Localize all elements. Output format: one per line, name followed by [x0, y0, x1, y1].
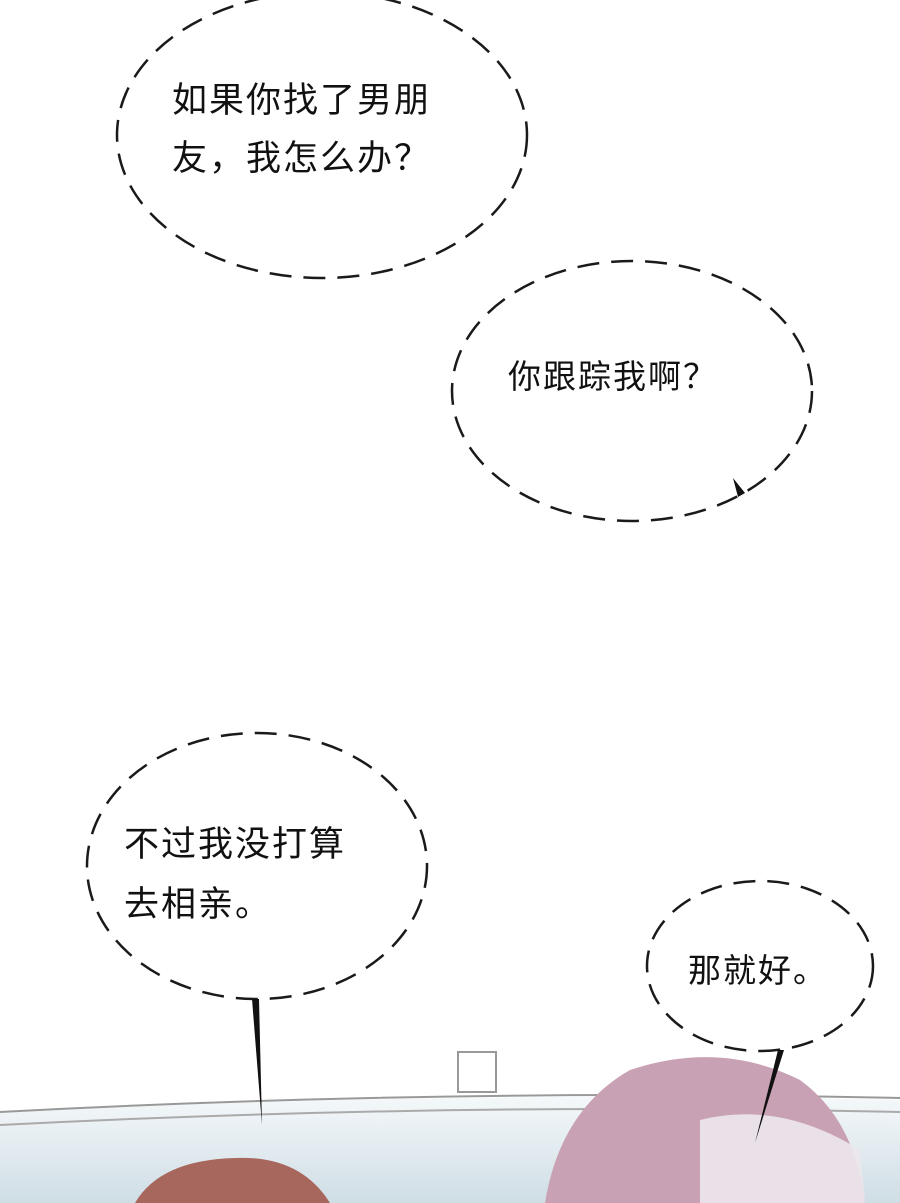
character-left-hair	[135, 1157, 330, 1203]
cup	[457, 1051, 497, 1093]
bubble-tails	[252, 478, 784, 1143]
speech-bubble-4	[645, 879, 875, 1053]
bubble-3-line-2: 去相亲。	[124, 885, 273, 925]
speech-bubble-2	[450, 259, 814, 523]
bubble-3-line-1: 不过我没打算	[124, 825, 347, 865]
bubble-4-line-1: 那就好。	[688, 951, 828, 990]
bubble-2-line-1: 你跟踪我啊？	[508, 357, 718, 396]
bubble-1-line-1: 如果你找了男朋	[172, 81, 432, 121]
speech-bubble-1	[115, 0, 529, 280]
speech-bubbles	[85, 0, 875, 1053]
bubble-1-line-2: 友，我怎么办？	[172, 139, 432, 179]
